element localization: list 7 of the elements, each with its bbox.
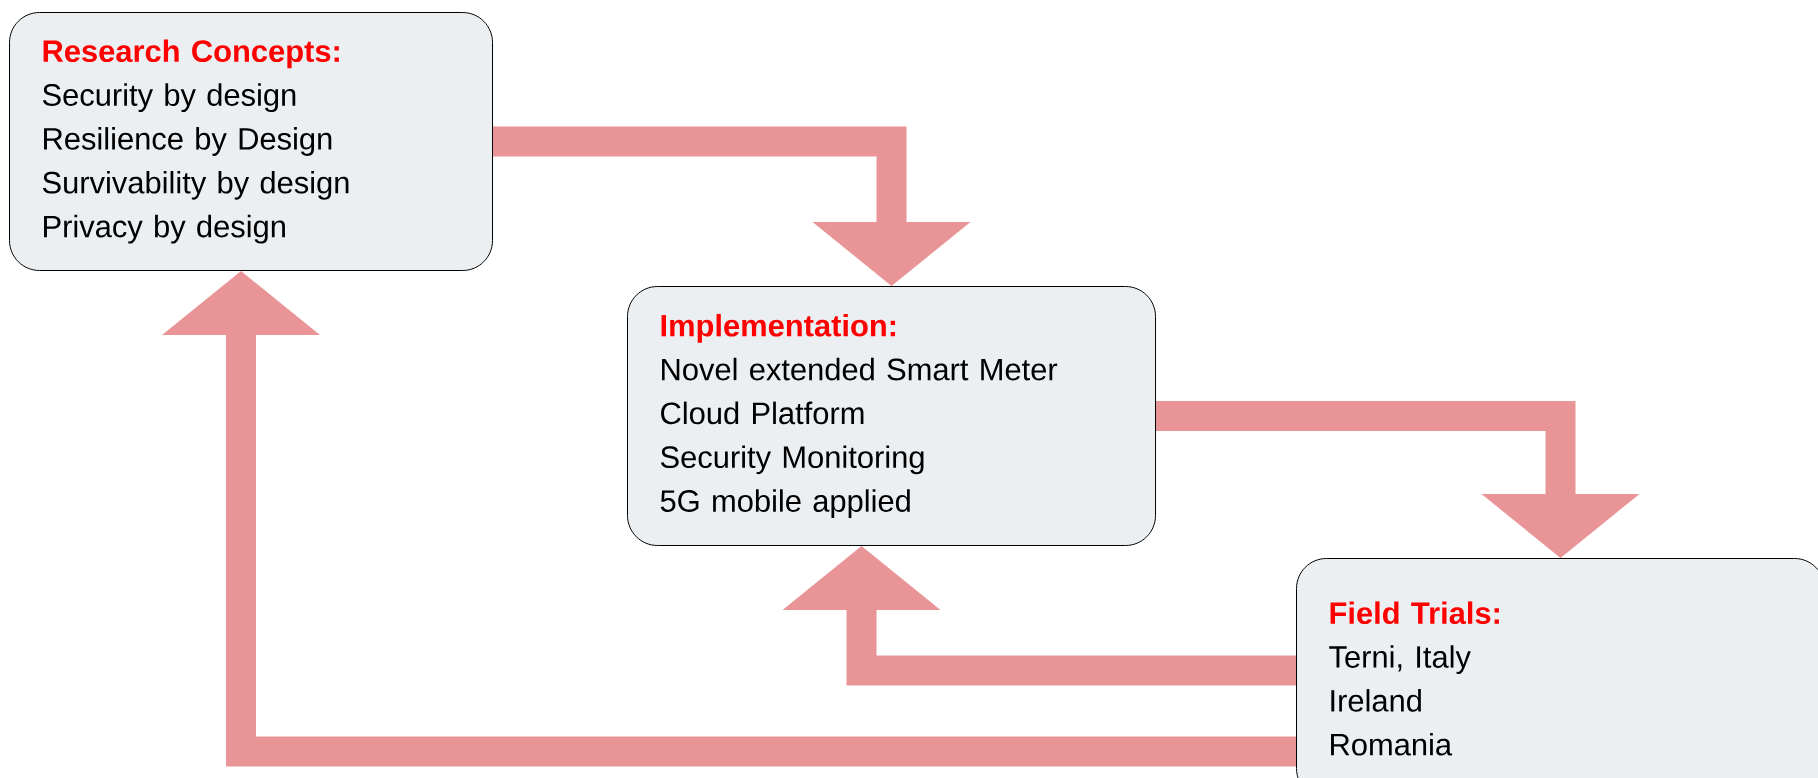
process-box: Implementation: Novel extended Smart Meter Cloud Platform Security Monitoring 5G mobile applied	[627, 286, 1156, 546]
arrow	[493, 126, 971, 286]
arrow	[782, 546, 1296, 686]
process-box: Research Concepts: Security by design Resilience by Design Survivability by design Privacy by design	[9, 12, 493, 271]
process-box: Field Trials: Terni, Italy Ireland Romania	[1296, 558, 1818, 778]
arrow	[162, 271, 1296, 767]
arrow	[1156, 401, 1640, 558]
